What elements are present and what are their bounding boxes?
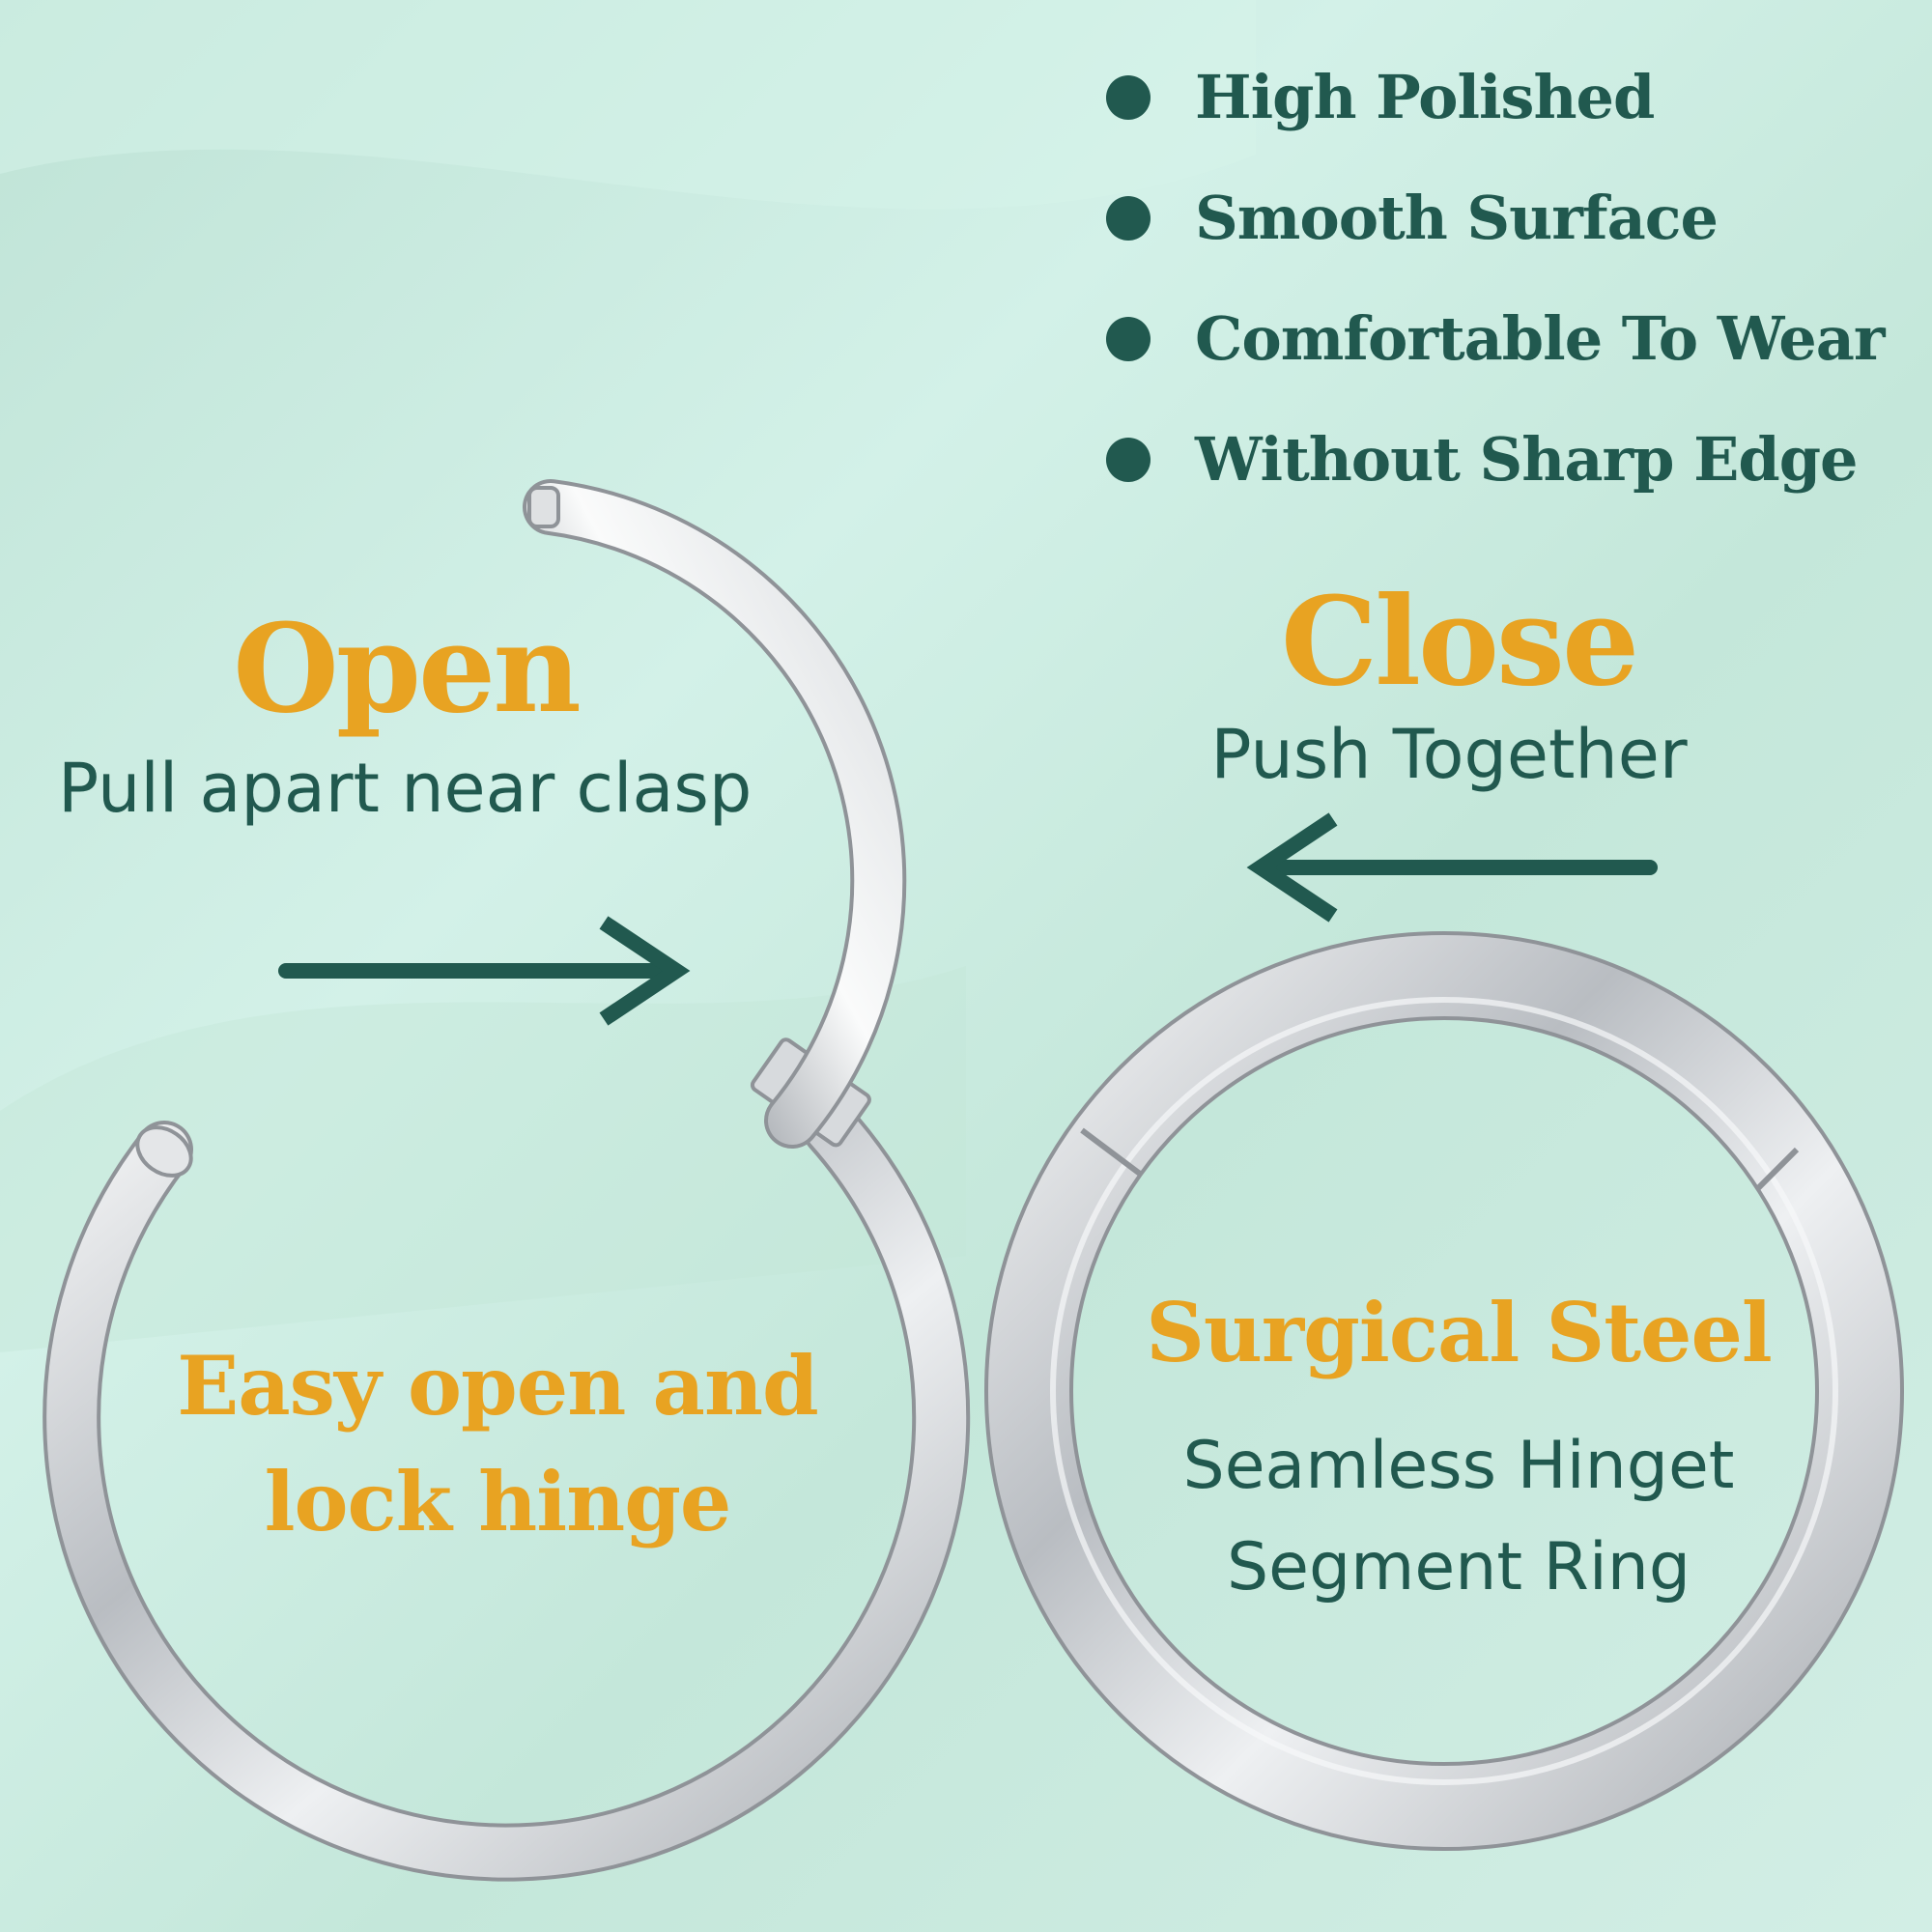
open-subtitle: Pull apart near clasp: [58, 749, 753, 828]
material-title: Surgical Steel: [1146, 1285, 1773, 1380]
arrow-right-icon: [278, 916, 691, 1026]
hinge-caption: Easy open and lock hinge: [177, 1338, 819, 1549]
feature-label: Without Sharp Edge: [1195, 424, 1858, 495]
close-title: Close: [1280, 570, 1639, 713]
bullet-dot-icon: [1106, 437, 1151, 482]
feature-label: Comfortable To Wear: [1195, 303, 1886, 374]
arrow-left-icon: [1246, 812, 1658, 923]
feature-list: High Polished Smooth Surface Comfortable…: [1106, 37, 1886, 520]
bullet-dot-icon: [1106, 316, 1151, 361]
feature-label: High Polished: [1195, 62, 1655, 132]
feature-item: Comfortable To Wear: [1106, 278, 1886, 399]
bullet-dot-icon: [1106, 74, 1151, 120]
material-subtitle: Seamless Hinget Segment Ring: [1182, 1428, 1735, 1605]
feature-item: Without Sharp Edge: [1106, 399, 1885, 520]
feature-item: High Polished: [1106, 37, 1885, 157]
bullet-dot-icon: [1106, 195, 1151, 241]
feature-item: Smooth Surface: [1106, 157, 1885, 278]
closed-ring-image: [984, 931, 1904, 1851]
close-subtitle: Push Together: [1210, 715, 1688, 794]
open-title: Open: [233, 597, 582, 740]
open-ring-image: [43, 479, 971, 1882]
feature-label: Smooth Surface: [1195, 183, 1719, 253]
